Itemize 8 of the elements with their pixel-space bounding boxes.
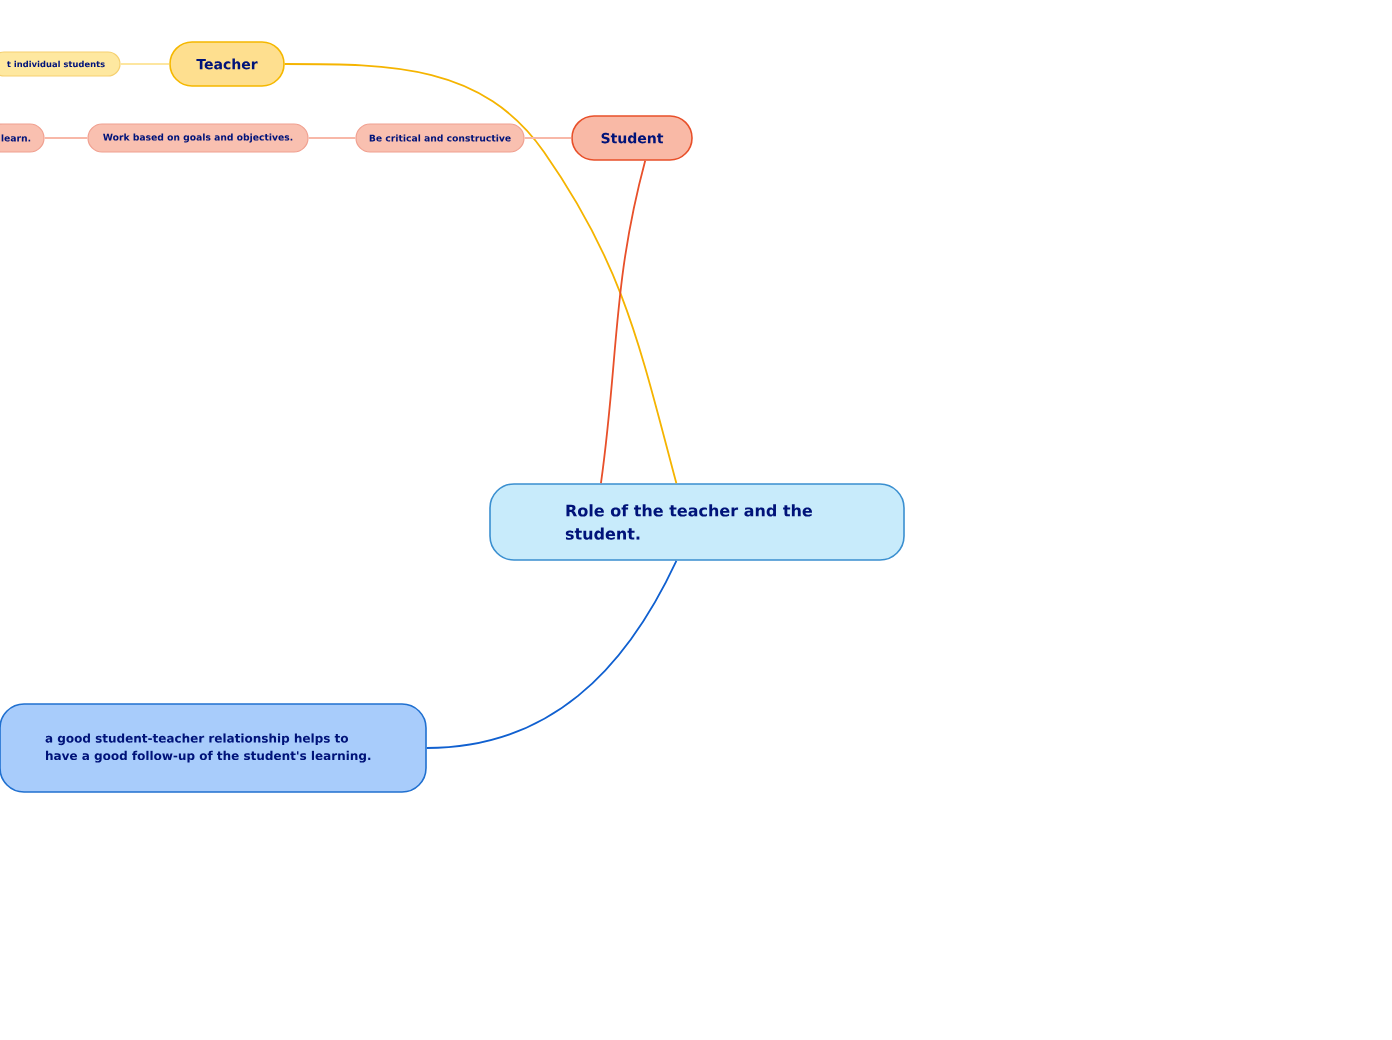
connector — [43, 137, 89, 139]
connector — [119, 63, 171, 65]
connector — [523, 137, 573, 139]
connector — [283, 63, 678, 485]
connector — [425, 559, 678, 749]
connector — [600, 159, 647, 485]
topic-box: Role of the teacher and the student. — [489, 483, 905, 561]
connector — [307, 137, 357, 139]
